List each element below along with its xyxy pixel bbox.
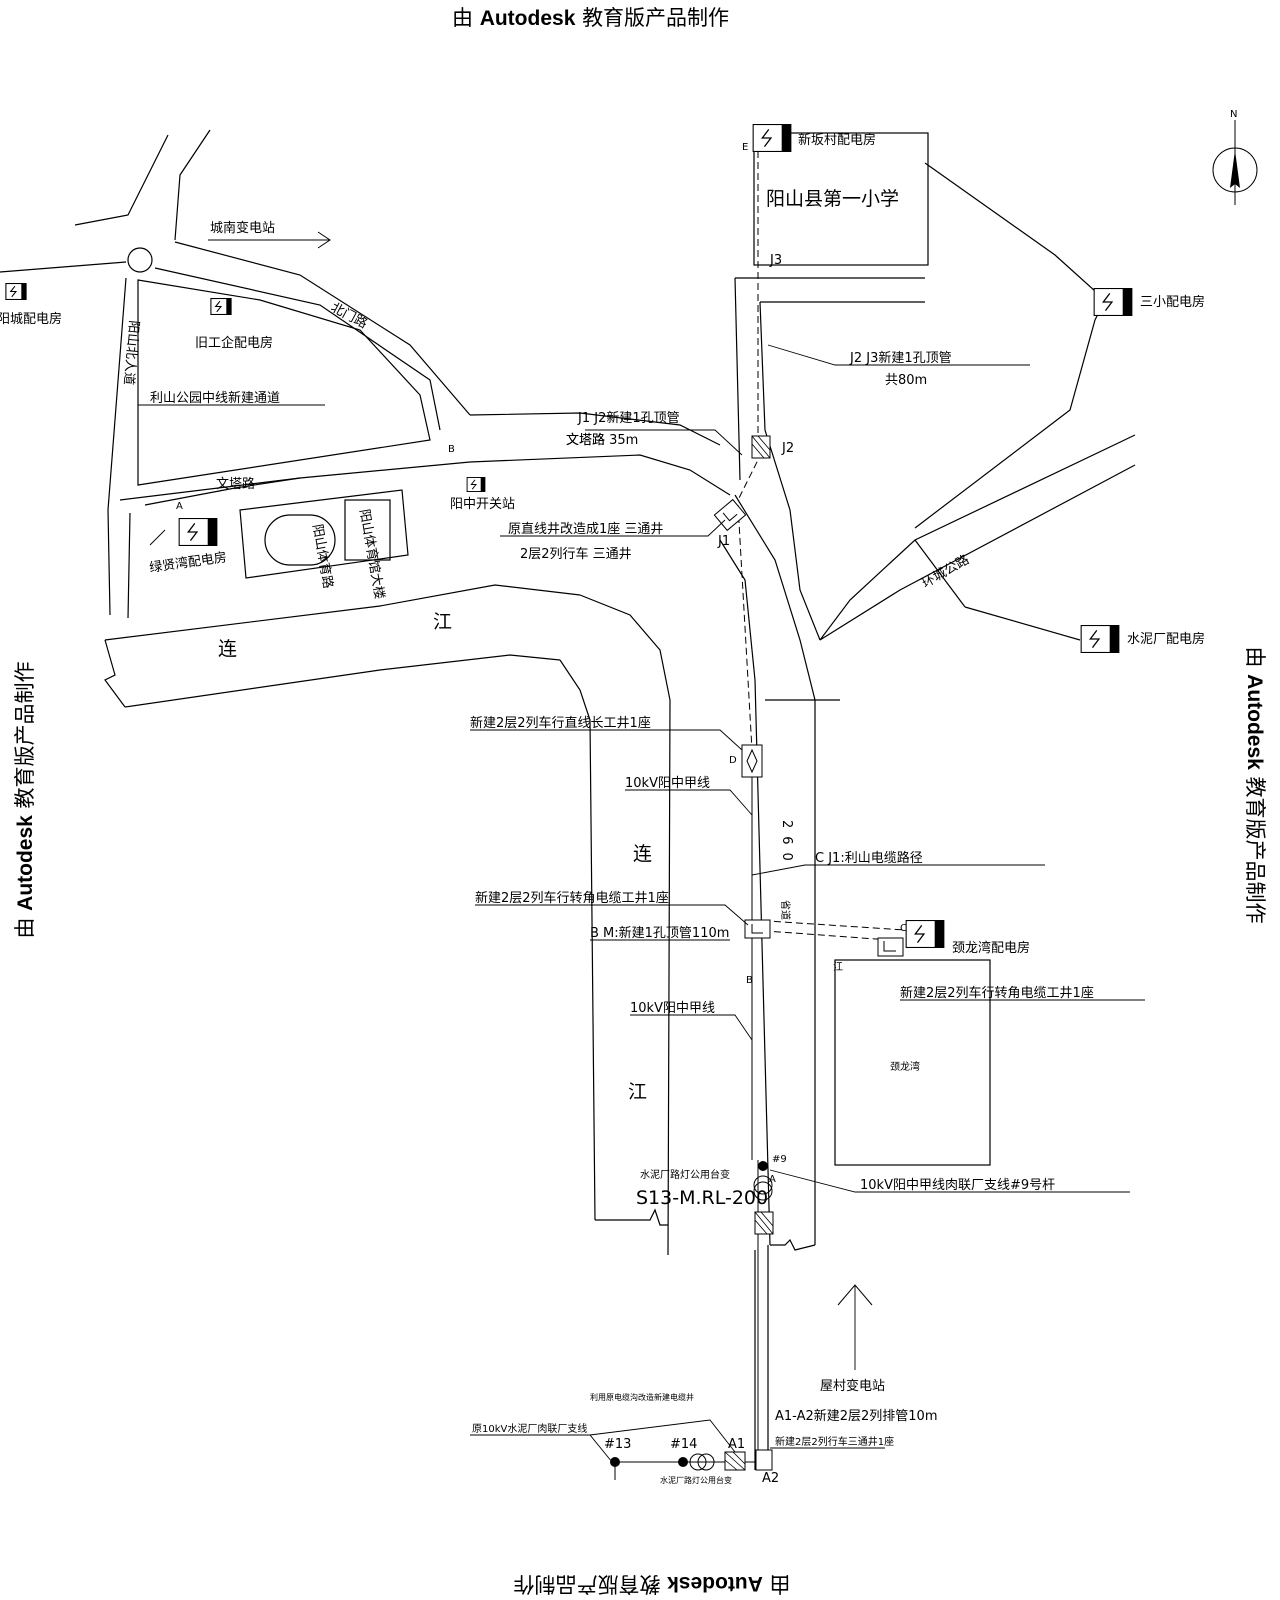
compass: N xyxy=(1212,109,1258,205)
node-a2: A2 xyxy=(762,1471,779,1486)
label-pingcun: 屋村变电站 xyxy=(820,1378,885,1394)
node-j2: J2 xyxy=(781,441,794,456)
annot-reform-2: 2层2列行车 三通井 xyxy=(520,546,632,562)
watermark-top: 由 Autodesk 教育版产品制作 xyxy=(452,6,730,30)
label-wanglongwan: 颈龙湾配电房 xyxy=(952,940,1030,956)
leader-lines xyxy=(138,231,1145,1463)
label-yangzhong: 阳中开关站 xyxy=(450,497,515,512)
label-yangcheng: 阳城配电房 xyxy=(0,311,62,327)
annot-line-10kv-1: 10kV阳中甲线 xyxy=(625,776,710,791)
label-wenta-road-1: 文塔路 xyxy=(216,476,255,492)
node-b2: B xyxy=(746,975,753,986)
annot-orig-line: 原10kV水泥厂肉联厂支线 xyxy=(472,1422,587,1435)
annot-reform-1: 原直线井改造成1座 三通井 xyxy=(508,522,663,537)
node-pole-14: #14 xyxy=(670,1437,697,1452)
label-chengnan: 城南变电站 xyxy=(210,220,275,236)
node-pole-13: #13 xyxy=(604,1437,631,1452)
node-a-at-9: A xyxy=(769,1174,776,1185)
node-j3: J3 xyxy=(769,253,782,268)
annot-corner-well-2: 新建2层2列车行转角电缆工井1座 xyxy=(900,985,1094,1001)
annot-transformer-use: 水泥厂路灯公用台变 xyxy=(640,1168,730,1181)
label-sanxiao: 三小配电房 xyxy=(1140,294,1205,310)
label-pedestrian: 阳山北人道 xyxy=(120,320,141,386)
annot-corner-well-1: 新建2层2列车行转角电缆工井1座 xyxy=(475,890,669,906)
label-shuinichang: 水泥厂配电房 xyxy=(1127,631,1205,647)
annot-park-tunnel: 利山公园中线新建通道 xyxy=(150,390,280,406)
label-river-lian-2: 连 xyxy=(633,843,652,865)
substation-yangcheng-icon xyxy=(5,283,27,300)
annot-j2j3-a: J2 J3新建1孔顶管 xyxy=(849,350,952,366)
substation-lvxianwan-icon xyxy=(178,518,218,546)
annot-j1j2-b: 文塔路 35m xyxy=(566,432,638,448)
label-lvxianwan: 绿贤湾配电房 xyxy=(148,549,227,576)
label-xinban: 新坂村配电房 xyxy=(798,132,876,148)
label-school: 阳山县第一小学 xyxy=(766,188,899,210)
node-e: E xyxy=(742,142,748,153)
node-j1: J1 xyxy=(717,534,730,549)
substation-xinban-icon xyxy=(752,124,792,152)
node-a1: A1 xyxy=(728,1437,745,1452)
node-c: C xyxy=(900,923,907,934)
annot-straight-well: 新建2层2列车行直线长工井1座 xyxy=(470,715,651,731)
substation-sanxiao-icon xyxy=(1093,288,1133,316)
annot-transformer-model: S13-M.RL-200 xyxy=(636,1187,768,1209)
annot-cable-route: C J1:利山电缆路径 xyxy=(815,850,923,866)
cable-paths xyxy=(615,140,906,1463)
label-ring-road: 环城公路 xyxy=(919,552,972,592)
roads xyxy=(0,129,1136,1470)
label-wenta-road-2: 文塔路 xyxy=(566,432,605,448)
node-pole-9: #9 xyxy=(772,1154,787,1165)
label-wanglongwan-area: 颈龙湾 xyxy=(890,1060,920,1073)
label-river-jiang-1: 江 xyxy=(433,611,452,633)
node-d: D xyxy=(729,755,737,766)
labels: 新坂村配电房 三小配电房 水泥厂配电房 颈龙湾配电房 阳城配电房 旧工企配电房 … xyxy=(0,132,1205,1486)
annot-j2j3-b: 共80m xyxy=(885,373,927,388)
annot-j1j2-a: J1 J2新建1孔顶管 xyxy=(577,410,680,426)
annot-reuse-well: 利用原电缆沟改造新建电缆井 xyxy=(590,1392,694,1402)
label-road-260-suffix: 省道 xyxy=(779,900,792,920)
annot-bm-pipe: B M:新建1孔顶管110m xyxy=(590,925,729,941)
substation-wanglongwan-icon xyxy=(905,920,945,948)
node-b: B xyxy=(448,444,455,455)
label-jiugongqi: 旧工企配电房 xyxy=(195,335,273,351)
annot-transformer-label-2: 水泥厂路灯公用台变 xyxy=(660,1475,732,1485)
cable-wells xyxy=(610,435,904,1480)
substation-yangzhong-icon xyxy=(466,477,486,492)
compass-north: N xyxy=(1230,109,1237,120)
label-river-jiang-2: 江 xyxy=(628,1081,647,1103)
label-river-lian-1: 连 xyxy=(218,638,237,660)
annot-line-10kv-2: 10kV阳中甲线 xyxy=(630,1001,715,1016)
label-road-260: 260 xyxy=(779,820,794,869)
annot-three-way: 新建2层2列行车三通井1座 xyxy=(775,1435,894,1448)
node-a: A xyxy=(176,501,183,512)
label-stadium-road: 阳山体育路 xyxy=(309,523,336,590)
annot-a1a2: A1-A2新建2层2列排管10m xyxy=(775,1408,937,1424)
label-stadium: 阳山体育馆大楼 xyxy=(356,508,388,600)
node-jiang: 江 xyxy=(833,961,843,973)
substation-jiugongqi-icon xyxy=(210,298,232,315)
substation-shuini-icon xyxy=(1080,625,1120,653)
annot-pole-9: 10kV阳中甲线肉联厂支线#9号杆 xyxy=(860,1178,1055,1193)
